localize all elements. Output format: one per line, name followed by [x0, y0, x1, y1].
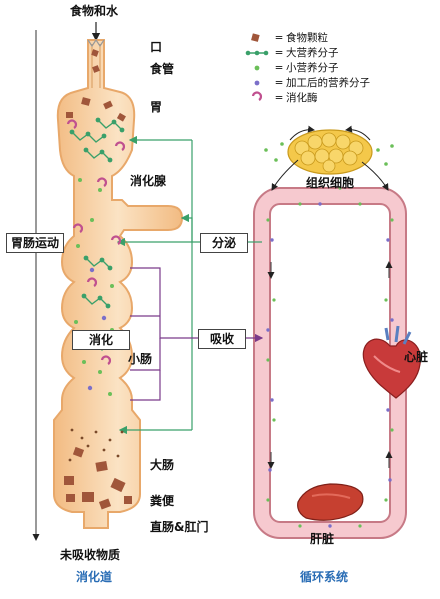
tract-body [53, 39, 184, 529]
food-particle-icon [251, 33, 260, 42]
legend-text: 消化酶 [286, 92, 318, 104]
digestive-gland-label: 消化腺 [130, 174, 167, 188]
tissue-cells-label: 组织细胞 [306, 176, 355, 190]
legend-item: =消化酶 [274, 92, 318, 104]
large-intestine-label: 大肠 [150, 458, 175, 472]
tissue-cells [271, 125, 389, 191]
legend-item: =加工后的营养分子 [274, 77, 370, 89]
mouth-label: 口 [150, 40, 163, 54]
digestive-enzyme-icon [251, 91, 262, 101]
small-intestine-label: 小肠 [128, 352, 153, 366]
small-nutrients [74, 142, 394, 528]
heart-icon [362, 325, 422, 399]
processed-nutrient-icon [254, 80, 260, 86]
small-nutrient-icon [254, 65, 260, 71]
digestive-tract-title: 消化道 [76, 570, 113, 584]
processed-nutrients [87, 202, 394, 528]
heart-label: 心脏 [404, 350, 429, 364]
esophagus-label: 食管 [150, 62, 175, 76]
feces-label: 粪便 [150, 494, 175, 508]
enzymes [66, 119, 125, 365]
food-water-label: 食物和水 [70, 4, 119, 18]
secretion-label: 分泌 [200, 233, 248, 253]
liver-icon [297, 483, 364, 521]
rectum-anus-label: 直肠&肛门 [150, 520, 209, 534]
large-nutrient-icon [245, 50, 269, 56]
absorption-label: 吸收 [198, 329, 246, 349]
legend-item: =小营养分子 [274, 62, 339, 74]
food-particles [64, 49, 132, 510]
legend-text: 小营养分子 [286, 62, 339, 74]
absorption-line-upper [130, 267, 198, 339]
legend-text: 大营养分子 [286, 47, 339, 59]
legend-item: =大营养分子 [274, 47, 339, 59]
absorption-line-colon [130, 370, 161, 401]
digestion-label: 消化 [72, 330, 130, 350]
stomach-label: 胃 [150, 100, 163, 114]
teeth-icon [87, 38, 105, 48]
digestive-tract [53, 38, 184, 529]
unabsorbed-label: 未吸收物质 [60, 548, 121, 562]
legend-text: 加工后的营养分子 [286, 77, 370, 89]
circulatory-system-title: 循环系统 [300, 570, 349, 584]
dots-colon [68, 428, 124, 462]
peristalsis-label: 胃肠运动 [6, 233, 64, 253]
legend-item: =食物颗粒 [274, 32, 328, 44]
liver-label: 肝脏 [310, 532, 335, 546]
legend-text: 食物颗粒 [286, 32, 328, 44]
legend-symbols [245, 33, 269, 101]
